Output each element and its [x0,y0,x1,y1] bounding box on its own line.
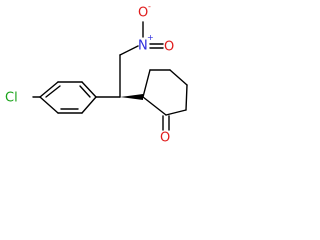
cyclohexanone-ring [142,69,188,116]
ring-bond [81,81,97,98]
ring-bond [39,96,59,114]
ring-bond [169,69,188,86]
nitro-group: N + O - O [138,2,174,55]
chlorophenyl-ring [39,81,97,114]
nitro-oxygen-top-charge: - [148,2,151,11]
chlorine-label: Cl [5,91,18,106]
ring-double-bond [79,85,91,98]
nitro-oxygen-right-label: O [164,40,174,55]
stereo-wedge-bond [120,94,143,100]
ring-bond [185,84,188,111]
nitro-oxygen-top-label: O [138,6,148,21]
ring-bond [165,109,187,116]
ring-bond [81,96,97,114]
ring-bond [39,81,59,98]
ring-double-bond [45,85,61,98]
ketone-oxygen-label: O [160,131,170,146]
ring-bond [142,69,151,98]
nitro-nitrogen-charge: + [147,33,154,42]
nitro-nitrogen-label: N [138,39,148,54]
molecule-structure: Cl N + O - O O [5,2,188,146]
ring-bond [142,96,167,116]
ch2-nitrogen-bond [119,45,139,56]
